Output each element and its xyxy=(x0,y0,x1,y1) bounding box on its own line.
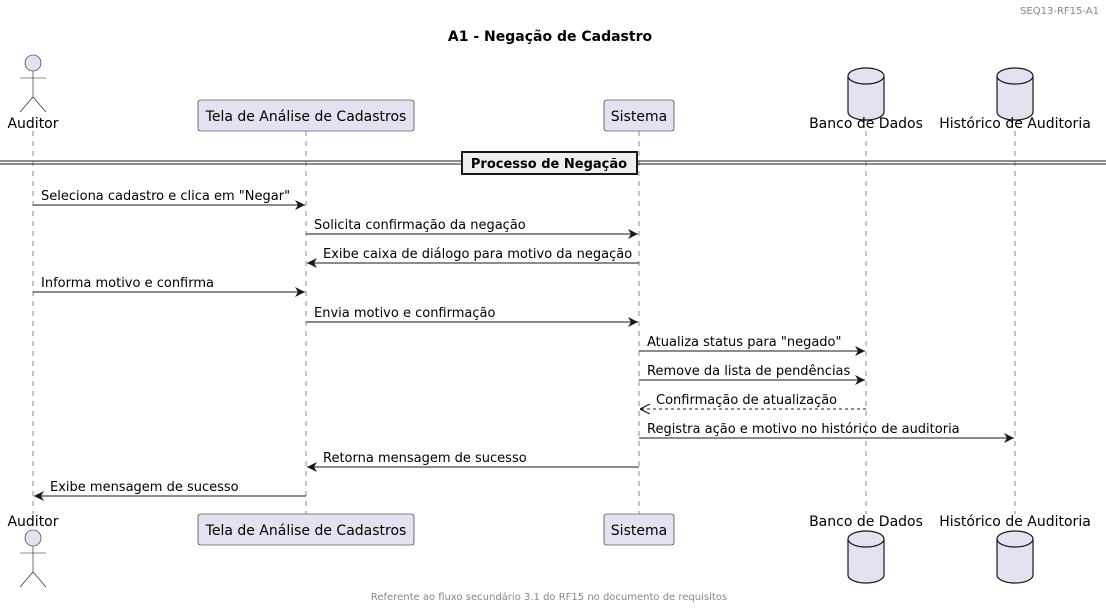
database-icon xyxy=(847,67,885,121)
participant-label: Auditor xyxy=(7,116,58,132)
participant-sistema-head: Sistema xyxy=(603,99,675,132)
participant-label: Tela de Análise de Cadastros xyxy=(205,523,407,539)
participant-tela-foot: Tela de Análise de Cadastros xyxy=(197,513,415,546)
participant-label: Histórico de Auditoria xyxy=(939,116,1091,132)
participant-label: Banco de Dados xyxy=(809,116,923,132)
message-8: Confirmação de atualização xyxy=(640,393,866,409)
message-4: Informa motivo e confirma xyxy=(33,276,305,297)
participant-label: Tela de Análise de Cadastros xyxy=(205,109,407,125)
message-1: Seleciona cadastro e clica em "Negar" xyxy=(33,189,305,210)
diagram-title: A1 - Negação de Cadastro xyxy=(448,29,653,45)
message-label: Exibe mensagem de sucesso xyxy=(50,480,239,495)
participant-label: Auditor xyxy=(7,514,58,530)
diagram-footer: Referente ao fluxo secundário 3.1 do RF1… xyxy=(371,591,727,603)
message-label: Informa motivo e confirma xyxy=(41,276,214,291)
participant-auditor-head: Auditor xyxy=(7,54,59,132)
divider-box xyxy=(461,151,638,175)
participant-historico-head: Histórico de Auditoria xyxy=(939,67,1091,132)
diagram-id-label: SEQ13-RF15-A1 xyxy=(1020,6,1099,17)
database-icon xyxy=(847,530,885,584)
message-label: Retorna mensagem de sucesso xyxy=(323,451,527,466)
actor-icon xyxy=(19,529,47,588)
divider-label: Processo de Negação xyxy=(471,157,627,172)
message-label: Seleciona cadastro e clica em "Negar" xyxy=(41,189,290,204)
database-icon xyxy=(996,530,1034,584)
messages: Seleciona cadastro e clica em "Negar" Sol… xyxy=(33,189,1014,501)
participant-auditor-foot: Auditor xyxy=(7,514,59,588)
message-5: Envia motivo e confirmação xyxy=(306,306,638,327)
message-label: Solicita confirmação da negação xyxy=(314,218,526,233)
message-label: Confirmação de atualização xyxy=(656,393,837,408)
participant-label: Sistema xyxy=(611,523,667,539)
participant-label: Sistema xyxy=(611,109,667,125)
message-11: Exibe mensagem de sucesso xyxy=(34,480,306,501)
message-2: Solicita confirmação da negação xyxy=(306,218,638,239)
message-6: Atualiza status para "negado" xyxy=(639,335,865,356)
participant-box xyxy=(603,99,675,132)
message-label: Atualiza status para "negado" xyxy=(647,335,841,350)
message-label: Envia motivo e confirmação xyxy=(314,306,495,321)
participant-tela-head: Tela de Análise de Cadastros xyxy=(197,99,415,132)
message-7: Remove da lista de pendências xyxy=(639,364,865,385)
participant-banco-foot: Banco de Dados xyxy=(809,514,923,584)
participant-label: Banco de Dados xyxy=(809,514,923,530)
participant-historico-foot: Histórico de Auditoria xyxy=(939,514,1091,584)
message-label: Exibe caixa de diálogo para motivo da ne… xyxy=(323,247,632,262)
actor-icon xyxy=(19,54,47,113)
process-divider: Processo de Negação xyxy=(0,151,1106,175)
message-3: Exibe caixa de diálogo para motivo da ne… xyxy=(307,247,639,268)
participant-box xyxy=(197,99,415,132)
participant-box xyxy=(603,513,675,546)
message-9: Registra ação e motivo no histórico de a… xyxy=(639,422,1014,443)
message-label: Remove da lista de pendências xyxy=(647,364,851,379)
participant-sistema-foot: Sistema xyxy=(603,513,675,546)
participant-label: Histórico de Auditoria xyxy=(939,514,1091,530)
database-icon xyxy=(996,67,1034,121)
message-label: Registra ação e motivo no histórico de a… xyxy=(647,422,960,437)
message-10: Retorna mensagem de sucesso xyxy=(307,451,639,472)
participant-banco-head: Banco de Dados xyxy=(809,67,923,132)
participant-box xyxy=(197,513,415,546)
